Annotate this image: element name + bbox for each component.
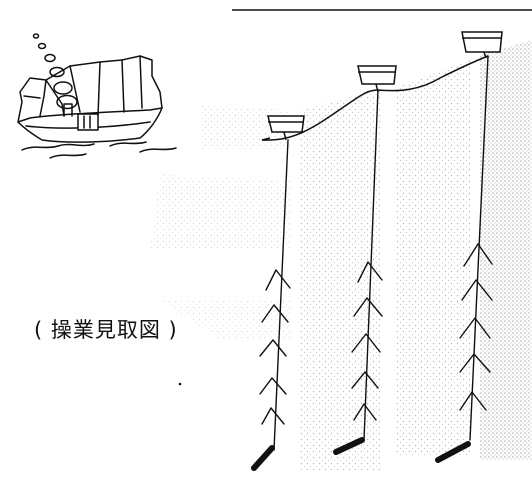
net-weight-icon (435, 441, 471, 463)
gill-net-1 (251, 139, 291, 471)
fishing-boat-icon (17, 55, 177, 159)
water-stipple (150, 40, 532, 470)
diagram-caption: ( 操業見取図 ) (34, 318, 178, 342)
float-buoy-icon (357, 65, 397, 93)
gill-net-2 (333, 89, 383, 455)
float-buoy-icon (461, 31, 503, 59)
gill-net-3 (435, 55, 493, 463)
stray-dot (178, 382, 182, 386)
float-buoy-icon (267, 115, 305, 141)
net-weight-icon (333, 437, 365, 455)
net-weight-icon (251, 445, 275, 471)
smoke-puffs (32, 33, 78, 110)
float-rope-lead (261, 137, 271, 141)
